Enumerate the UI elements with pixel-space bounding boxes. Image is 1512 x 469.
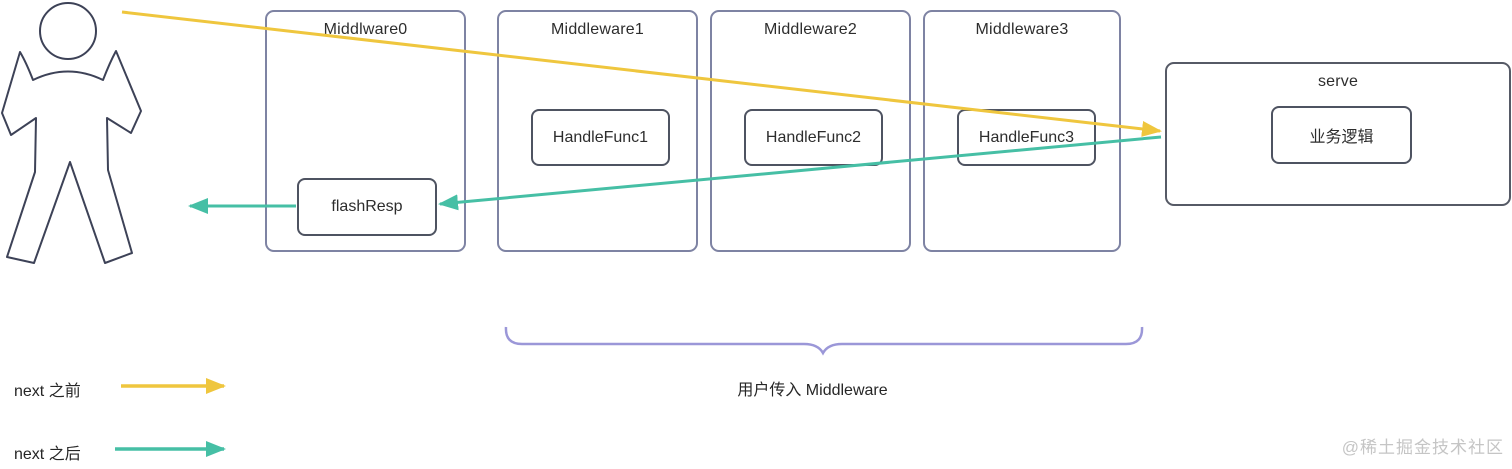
brace-label: 用户传入 Middleware bbox=[737, 382, 888, 399]
handlefunc-label: HandleFunc1 bbox=[552, 128, 649, 146]
middleware-box-1: Middleware1 HandleFunc1 bbox=[497, 10, 698, 252]
flashresp-label: flashResp bbox=[331, 198, 403, 215]
handlefunc-label: HandleFunc2 bbox=[765, 128, 862, 146]
middleware-box-2: Middleware2 HandleFunc2 bbox=[710, 10, 911, 252]
person-icon bbox=[1, 2, 142, 264]
handlefunc-box-2: HandleFunc2 bbox=[744, 109, 883, 166]
middleware-box-0: Middlware0 flashResp bbox=[265, 10, 466, 252]
serve-title: serve bbox=[1317, 73, 1359, 90]
middleware-title: Middlware0 bbox=[323, 21, 408, 38]
legend-before-label: next 之前 bbox=[14, 383, 81, 400]
middleware-title: Middleware1 bbox=[551, 21, 644, 38]
flashresp-box: flashResp bbox=[297, 178, 437, 236]
middleware-title: Middleware2 bbox=[764, 21, 857, 38]
brace bbox=[504, 326, 1144, 356]
handlefunc-label: HandleFunc3 bbox=[978, 128, 1075, 146]
handlefunc-box-3: HandleFunc3 bbox=[957, 109, 1096, 166]
watermark: @稀土掘金技术社区 bbox=[1341, 438, 1504, 457]
middleware-box-3: Middleware3 HandleFunc3 bbox=[923, 10, 1121, 252]
business-logic-label: 业务逻辑 bbox=[1309, 129, 1374, 146]
serve-box: serve 业务逻辑 bbox=[1165, 62, 1511, 206]
handlefunc-box-1: HandleFunc1 bbox=[531, 109, 670, 166]
legend-after-label: next 之后 bbox=[14, 446, 81, 463]
business-logic-box: 业务逻辑 bbox=[1271, 106, 1412, 164]
middleware-title: Middleware3 bbox=[975, 21, 1069, 38]
